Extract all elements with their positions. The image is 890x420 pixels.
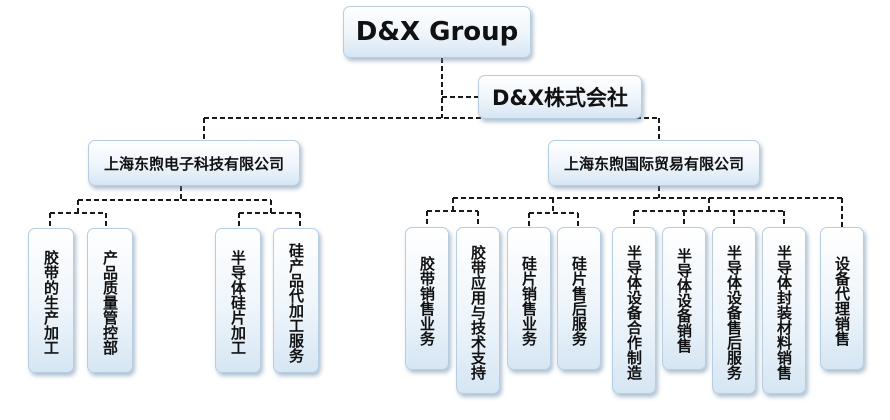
unit-box: 硅片销售业务 <box>507 227 551 370</box>
org-root-box: D&X Group <box>343 6 531 58</box>
unit-box: 半导体设备合作制造 <box>612 227 656 394</box>
unit-box: 硅片售后服务 <box>557 227 601 370</box>
unit-box: 胶带应用与技术支持 <box>456 227 500 394</box>
unit-box: 硅产品代加工服务 <box>273 228 319 373</box>
company-box-trade: 上海东煦国际贸易有限公司 <box>548 140 760 186</box>
org-sub-box: D&X株式会社 <box>478 75 642 119</box>
unit-box: 胶带销售业务 <box>405 227 449 370</box>
unit-box: 半导体封装材料销售 <box>762 227 806 394</box>
unit-box: 半导体设备销售 <box>662 227 706 370</box>
unit-box: 胶带的生产加工 <box>28 228 74 373</box>
unit-box: 设备代理销售 <box>820 227 864 370</box>
unit-box: 产品质量管控部 <box>87 228 133 373</box>
company-box-tech: 上海东煦电子科技有限公司 <box>88 140 300 186</box>
unit-box: 半导体设备售后服务 <box>712 227 756 394</box>
unit-box: 半导体硅片加工 <box>215 228 261 373</box>
